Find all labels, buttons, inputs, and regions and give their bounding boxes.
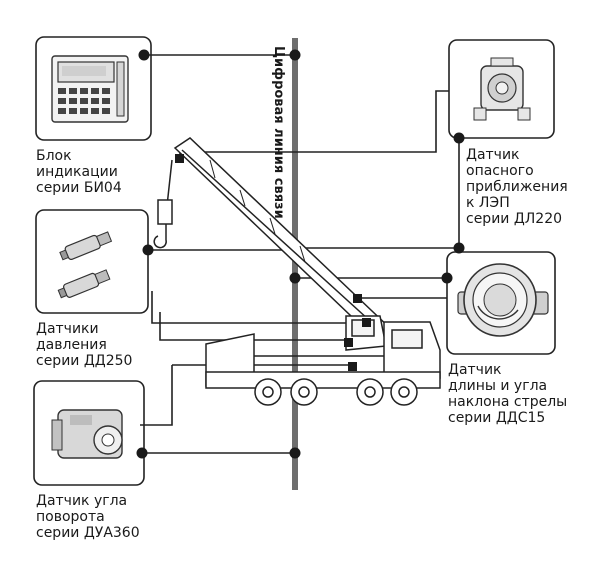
crane-pressure-route-1 <box>151 291 349 328</box>
power-line-sensor-label-line: опасного <box>466 163 534 179</box>
rotation-sensor-route <box>140 365 173 426</box>
power-line-sensor-label-line: Датчик <box>466 147 520 163</box>
display-unit-box <box>35 36 152 141</box>
display-unit-label: Блок индикации серии БИ04 <box>36 148 122 196</box>
junction-powerline-bottom <box>453 132 465 144</box>
boom-sensor-box <box>446 251 556 355</box>
junction-boom-right <box>441 272 453 284</box>
junction-powerline-route <box>453 242 465 254</box>
power-line-sensor-label: Датчик опасного приближения к ЛЭП серии … <box>466 147 568 227</box>
pressure-sensors-box <box>35 209 149 314</box>
junction-display-bus <box>289 49 301 61</box>
display-unit-label-line: индикации <box>36 164 118 180</box>
marker-boom-tip <box>175 154 184 163</box>
marker-pressure <box>344 338 353 347</box>
boom-sensor-label-line: серии ДДС15 <box>448 410 546 426</box>
boom-sensor-label: Датчик длины и угла наклона стрелы серии… <box>448 362 567 426</box>
boom-sensor-label-line: длины и угла <box>448 378 548 394</box>
crane-pressure-route-2 <box>159 312 348 341</box>
junction-boom-bus <box>289 272 301 284</box>
power-line-sensor-label-line: серии ДЛ220 <box>466 211 563 227</box>
display-unit-icon <box>51 55 129 123</box>
junction-pressure-left <box>142 244 154 256</box>
display-unit-label-line: Блок <box>36 148 72 164</box>
crane-hook <box>153 224 167 249</box>
truck-wheels <box>254 378 418 406</box>
pressure-sensors-label-line: давления <box>36 337 107 353</box>
bus-connections <box>140 54 460 454</box>
pressure-sensors-label-line: Датчики <box>36 321 99 337</box>
marker-rotation <box>348 362 357 371</box>
crane-sensor-markers <box>175 154 371 371</box>
power-line-sensor-box <box>448 39 555 139</box>
rotation-sensor-icon <box>51 409 123 459</box>
rotation-sensor-label-line: поворота <box>36 509 105 525</box>
marker-boom-base <box>353 294 362 303</box>
display-unit-label-line: серии БИ04 <box>36 180 122 196</box>
boom-sensor-label-line: Датчик <box>448 362 502 378</box>
crane-sensor-route-top <box>179 90 449 158</box>
crane-truck-icon <box>153 137 441 406</box>
power-line-sensor-label-line: к ЛЭП <box>466 195 510 211</box>
junction-rotation-bus <box>289 447 301 459</box>
marker-cab <box>362 318 371 327</box>
pressure-sensors-label: Датчики давления серии ДД250 <box>36 321 132 369</box>
rotation-sensor-label: Датчик угла поворота серии ДУА360 <box>36 493 140 541</box>
boom-sensor-icon <box>457 263 549 337</box>
rotation-sensor-box <box>33 380 145 486</box>
pressure-sensors-label-line: серии ДД250 <box>36 353 133 369</box>
power-line-sensor-label-line: приближения <box>466 179 568 195</box>
power-line-sensor-icon <box>473 57 531 121</box>
connection-power-line-sensor <box>295 138 460 249</box>
rotation-sensor-label-line: Датчик угла <box>36 493 128 509</box>
junction-display-left <box>138 49 150 61</box>
pressure-sensors-icon <box>57 231 113 299</box>
junction-rotation-left <box>136 447 148 459</box>
rotation-sensor-label-line: серии ДУА360 <box>36 525 140 541</box>
digital-bus-title: Цифровая линия связи <box>271 46 286 219</box>
boom-sensor-label-line: наклона стрелы <box>448 394 568 410</box>
